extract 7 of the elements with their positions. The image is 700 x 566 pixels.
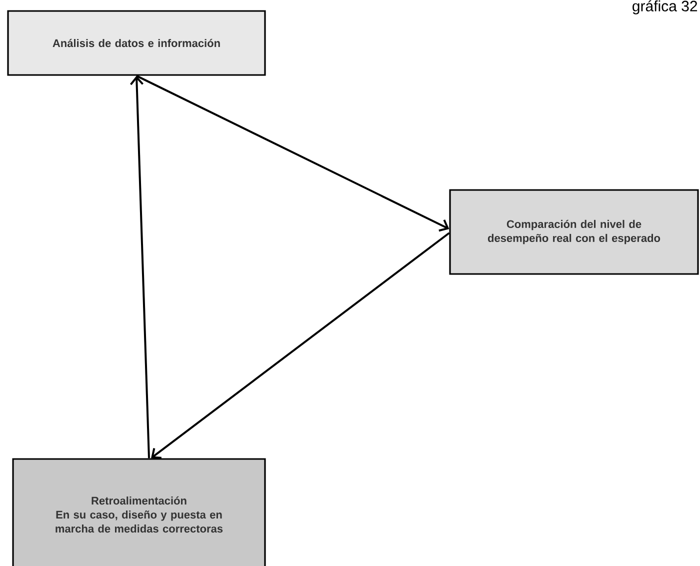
arrow	[151, 232, 450, 459]
process-box: Retroalimentación En su caso, diseño y puesta en marcha de medidas correctoras	[12, 458, 266, 566]
arrow	[136, 74, 450, 232]
arrow	[130, 76, 150, 458]
process-box: Comparación del nivel de desempeño real con el esperado	[449, 189, 699, 275]
caption-text: gráfica 32	[632, 0, 698, 14]
process-box: Análisis de datos e información	[7, 10, 266, 76]
